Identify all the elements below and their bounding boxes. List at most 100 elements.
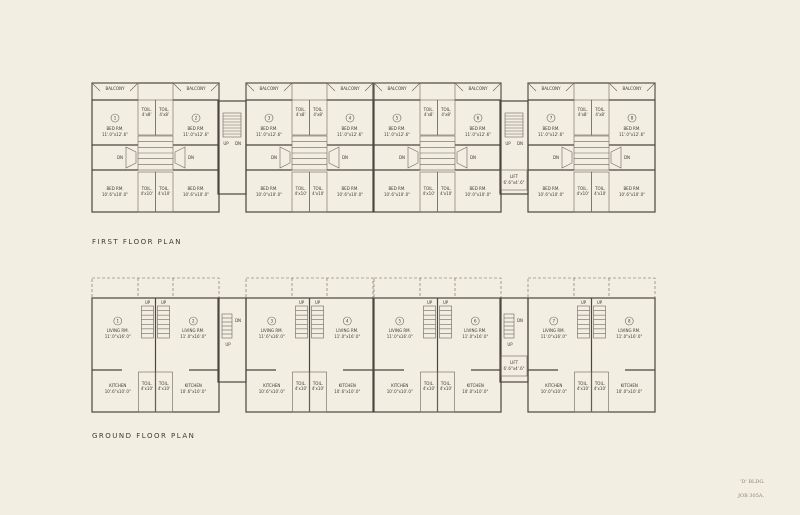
balcony-door-swing (492, 82, 502, 92)
stair-dn-label: DN (235, 141, 241, 146)
balcony-door-swing (411, 82, 421, 92)
room-label: KITCHEN (185, 383, 202, 388)
balcony-door-swing (646, 82, 656, 92)
balcony-label: BALCONY (259, 86, 279, 91)
unit-number: 8 (628, 319, 631, 324)
unit-number: 6 (477, 116, 480, 121)
unit-number-circle (264, 113, 274, 123)
balcony-door-swing (608, 82, 618, 92)
unit-number: 4 (349, 116, 352, 121)
room-dimension: 11'.0"x16'.0" (387, 334, 413, 339)
internal-stair (593, 305, 606, 339)
toilet-lower (155, 171, 174, 213)
toilet-label: TOIL. (423, 186, 434, 191)
balcony-label: BALCONY (186, 86, 206, 91)
internal-stair (439, 305, 452, 339)
toilet-dimension: 4'x10' (594, 191, 606, 196)
toilet-dimension: 4'x10' (312, 386, 324, 391)
room-label: BED RM. (260, 126, 277, 131)
room-dimension: 10'.0"x10'.0" (616, 389, 642, 394)
unit-number-circle (395, 316, 405, 326)
internal-stair (157, 305, 170, 339)
toilet (292, 371, 310, 413)
room-dimension: 11'.0"x12'.6" (619, 132, 645, 137)
landing (407, 146, 419, 169)
toilet-label: TOIL. (577, 186, 588, 191)
unit-number: 7 (552, 319, 555, 324)
unit-number: 1 (114, 116, 117, 121)
unit-number-circle (473, 113, 483, 123)
toilet-dimension: 4'x10' (594, 386, 606, 391)
toilet (138, 371, 156, 413)
room-label: BED RM. (623, 126, 640, 131)
stair-up-label: UP (505, 141, 511, 146)
toilet-dimension: 4'x8' (424, 112, 434, 117)
toilet-label: TOIL. (295, 186, 306, 191)
toilet-label: TOIL. (594, 381, 605, 386)
job-note: JOB 305A. (737, 493, 765, 499)
lift (500, 355, 528, 377)
toilet-label: TOIL. (141, 107, 152, 112)
toilet-label: TOIL. (158, 186, 169, 191)
balcony-door-swing (129, 82, 139, 92)
connector-core (217, 100, 247, 195)
unit-number-circle (624, 316, 634, 326)
room-dimension: 11'.6"x16'.0" (259, 334, 285, 339)
toilet-dimension: 4'x10' (141, 386, 153, 391)
room-dimension: 10'.6"x10'.0" (334, 389, 360, 394)
toilet-upper (573, 99, 592, 136)
room-label: BED RM. (187, 126, 204, 131)
lift-dimension: 6'.6"x4'.6" (504, 366, 525, 371)
room-dimension: 10'.0"x10'.0" (462, 389, 488, 394)
unit-number: 3 (270, 319, 273, 324)
dn-label: DN (553, 155, 559, 160)
room-label: BED RM. (388, 186, 405, 191)
room-dimension: 10'.0"x10'.0" (387, 389, 413, 394)
toilet-label: TOIL. (440, 186, 451, 191)
toilet-upper (155, 99, 174, 136)
toilet-lower (309, 171, 328, 213)
room-dimension: 10'.6"x10'.0" (102, 192, 128, 197)
dn-label: DN (117, 155, 123, 160)
toilet-dimension: 4'x10' (295, 191, 307, 196)
internal-stair (577, 305, 590, 339)
landing (610, 146, 622, 169)
toilet-label: TOIL. (312, 186, 323, 191)
balcony-door-swing (210, 82, 220, 92)
toilet (437, 371, 455, 413)
toilet-upper (591, 99, 610, 136)
room-dimension: 11'.0"x16'.0" (616, 334, 642, 339)
stair-up-label: UP (581, 300, 587, 305)
toilet-dimension: 4'x10' (158, 191, 170, 196)
toilet (155, 371, 173, 413)
unit-number-circle (546, 113, 556, 123)
unit-number: 5 (396, 116, 399, 121)
balcony-label: BALCONY (105, 86, 125, 91)
stair-dn-label: DN (235, 318, 241, 323)
toilet-dimension: 4'x8' (595, 112, 605, 117)
toilet-upper (137, 99, 156, 136)
dn-label: DN (470, 155, 476, 160)
unit-number-circle (342, 316, 352, 326)
room-dimension: 11'.0"x12'.6" (256, 132, 282, 137)
room-label: LIVING RM. (107, 328, 129, 333)
room-label: KITCHEN (391, 383, 408, 388)
stair-up-label: UP (225, 342, 231, 347)
landing (328, 146, 340, 169)
entrance-canopy (527, 277, 656, 299)
toilet-label: TOIL. (440, 107, 451, 112)
room-label: BED RM. (187, 186, 204, 191)
toilet-label: TOIL. (312, 381, 323, 386)
toilet-dimension: 4'x10' (577, 386, 589, 391)
room-dimension: 10'.0"x10'.0" (541, 389, 567, 394)
balcony-door-swing (172, 82, 182, 92)
balcony-label: BALCONY (622, 86, 642, 91)
toilet-dimension: 4'x8' (441, 112, 451, 117)
toilet-lower (437, 171, 456, 213)
unit-number: 3 (268, 116, 271, 121)
room-dimension: 10'.6"x10'.0" (259, 389, 285, 394)
toilet (309, 371, 327, 413)
room-label: BED RM. (469, 126, 486, 131)
toilet-dimension: 4'x10' (295, 386, 307, 391)
